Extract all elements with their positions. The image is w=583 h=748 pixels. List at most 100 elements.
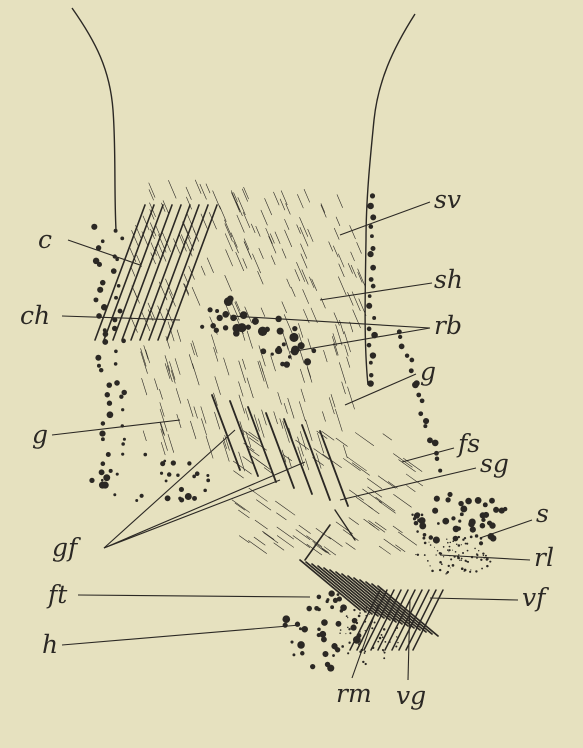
cell-dot [101, 461, 106, 466]
cell-dot [397, 642, 398, 643]
cell-dot [437, 522, 440, 525]
cell-dot [306, 606, 312, 612]
label-gf: gf [52, 533, 81, 562]
cell-dot [416, 530, 419, 533]
cell-dot [217, 315, 223, 321]
cell-dot [475, 497, 482, 504]
cell-dot [365, 663, 367, 665]
cell-dot [290, 640, 293, 643]
cell-dot [461, 567, 464, 570]
cell-dot [102, 339, 108, 345]
cell-dot [412, 382, 419, 389]
cell-dot [114, 229, 118, 233]
cell-dot [475, 534, 478, 537]
cell-dot [356, 622, 358, 624]
cell-dot [419, 522, 426, 529]
cell-dot [295, 622, 300, 627]
cell-dot [282, 615, 290, 623]
cell-dot [233, 330, 240, 337]
cell-dot [227, 295, 234, 302]
cell-dot [423, 424, 427, 428]
cell-dot [109, 469, 113, 473]
cell-dot [383, 628, 385, 630]
cell-dot [179, 497, 184, 502]
cell-dot [435, 457, 440, 462]
cell-dot [97, 262, 102, 267]
cell-dot [115, 258, 119, 262]
cell-dot [414, 513, 420, 519]
label-rb: rb [434, 311, 462, 340]
cell-dot [450, 558, 452, 560]
cell-dot [417, 519, 421, 523]
cell-dot [304, 358, 311, 365]
cell-dot [165, 479, 168, 482]
cell-dot [465, 498, 472, 505]
cell-dot [187, 461, 191, 465]
cell-dot [449, 549, 451, 551]
cell-dot [370, 193, 375, 198]
label-ch-left: ch [20, 301, 50, 330]
cell-dot [485, 555, 487, 557]
cell-dot [206, 474, 209, 477]
cell-dot [328, 590, 334, 596]
cell-dot [114, 380, 120, 386]
cell-dot [317, 627, 321, 631]
cell-dot [420, 398, 425, 403]
cell-dot [370, 352, 376, 358]
cell-dot [382, 636, 384, 638]
cell-dot [435, 554, 436, 555]
cell-dot [97, 364, 101, 368]
cell-dot [114, 362, 118, 366]
label-c-left: c [38, 225, 52, 254]
cell-dot [292, 653, 295, 656]
cell-dot [493, 507, 499, 513]
cell-dot [443, 546, 445, 548]
cell-dot [479, 541, 483, 545]
cell-dot [457, 557, 459, 559]
cell-dot [185, 493, 192, 500]
cell-dot [369, 614, 370, 615]
cell-dot [441, 563, 443, 565]
cell-dot [430, 544, 432, 546]
cell-dot [417, 554, 419, 556]
cell-dot [349, 632, 351, 634]
cell-dot [358, 615, 361, 618]
cell-dot [433, 536, 440, 543]
cell-dot [371, 246, 376, 251]
cell-dot [377, 641, 379, 643]
cell-dot [301, 626, 308, 633]
cell-dot [369, 373, 373, 377]
cell-dot [449, 542, 451, 544]
cell-dot [97, 287, 103, 293]
cell-dot [114, 349, 118, 353]
label-fs: fs [456, 429, 480, 458]
cell-dot [117, 284, 121, 288]
cell-dot [459, 560, 460, 561]
cell-dot [456, 543, 458, 545]
cell-dot [89, 478, 94, 483]
cell-dot [321, 619, 328, 626]
cell-dot [370, 265, 376, 271]
cell-dot [383, 650, 384, 651]
cell-dot [452, 540, 454, 542]
cell-dot [121, 390, 126, 395]
cell-dot [288, 355, 292, 359]
cell-dot [195, 471, 200, 476]
cell-dot [466, 561, 468, 563]
cell-dot [384, 652, 386, 654]
cell-dot [465, 543, 467, 545]
cell-dot [439, 569, 441, 571]
cell-dot [458, 544, 461, 547]
label-sg: sg [480, 449, 509, 478]
cell-dot [289, 333, 298, 342]
cell-dot [383, 657, 385, 659]
cell-dot [468, 521, 474, 527]
cell-dot [95, 355, 101, 361]
cell-dot [280, 362, 285, 367]
cell-dot [341, 645, 344, 648]
cell-dot [374, 621, 376, 623]
cell-dot [206, 479, 210, 483]
cell-dot [499, 508, 505, 514]
cell-dot [345, 633, 346, 634]
cell-dot [335, 647, 340, 652]
